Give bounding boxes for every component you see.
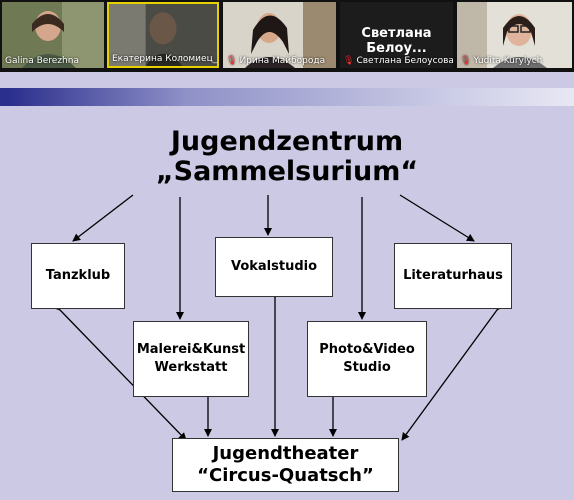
box-label: Photo&Video (319, 342, 415, 358)
box-label: Vokalstudio (230, 259, 318, 275)
slide-title-line2: „Sammelsurium“ (155, 156, 419, 187)
participant-name: Ирина Майборода (239, 56, 326, 66)
muted-mic-icon: 🎙 (343, 56, 355, 66)
box-label: “Circus-Quatsch” (197, 465, 374, 486)
box-vokalstudio: Vokalstudio (215, 237, 333, 297)
muted-mic-icon: 🎙 (460, 56, 472, 66)
box-label: Literaturhaus (403, 268, 503, 284)
diagram-arrows (52, 194, 505, 441)
participant-video (223, 2, 336, 68)
participant-tile[interactable]: Екатерина Коломиец_сте... (107, 2, 219, 68)
box-label: Studio (343, 360, 391, 375)
box-tanzklub: Tanzklub (31, 243, 125, 309)
arrow (401, 301, 505, 441)
muted-mic-icon: 🎙 (226, 56, 238, 66)
participant-video (2, 2, 104, 68)
participant-tile[interactable]: 🎙Ирина Майборода (223, 2, 336, 68)
slide-header-bar (0, 88, 574, 106)
box-literaturhaus: Literaturhaus (394, 243, 512, 309)
box-photo-video-studio: Photo&Video Studio (307, 321, 427, 397)
participant-tile[interactable]: Galina Berezhna (2, 2, 104, 68)
box-malerei-werkstatt: Malerei&Kunst Werkstatt (133, 321, 249, 397)
participant-name: Galina Berezhna (5, 56, 79, 66)
box-label: Tanzklub (45, 268, 111, 284)
participant-video (109, 4, 217, 66)
slide-title-line1: Jugendzentrum (170, 126, 404, 157)
participant-name: Светлана Белоусова (356, 56, 453, 66)
box-label: Werkstatt (154, 360, 228, 375)
participant-video (457, 2, 572, 68)
box-label: Jugendtheater (212, 442, 359, 464)
participant-name: Yudita Kurylych (473, 56, 543, 66)
shared-slide: Jugendzentrum „Sammelsurium“ Tanzklub Vo… (0, 72, 574, 500)
box-label: Malerei&Kunst (136, 342, 246, 358)
participant-tile[interactable]: Светлана Белоу... 🎙Светлана Белоусова (340, 2, 453, 68)
participant-avatar-name: Светлана Белоу... (361, 26, 432, 56)
participant-tile[interactable]: 🎙Yudita Kurylych (457, 2, 572, 68)
arrow (52, 302, 187, 441)
arrow (72, 194, 134, 242)
participant-name: Екатерина Коломиец_сте... (112, 54, 218, 64)
arrow (399, 194, 475, 242)
box-jugendtheater: Jugendtheater “Circus-Quatsch” (172, 438, 399, 492)
participant-strip: Galina Berezhna Екатерина Коломиец_сте..… (0, 0, 574, 72)
